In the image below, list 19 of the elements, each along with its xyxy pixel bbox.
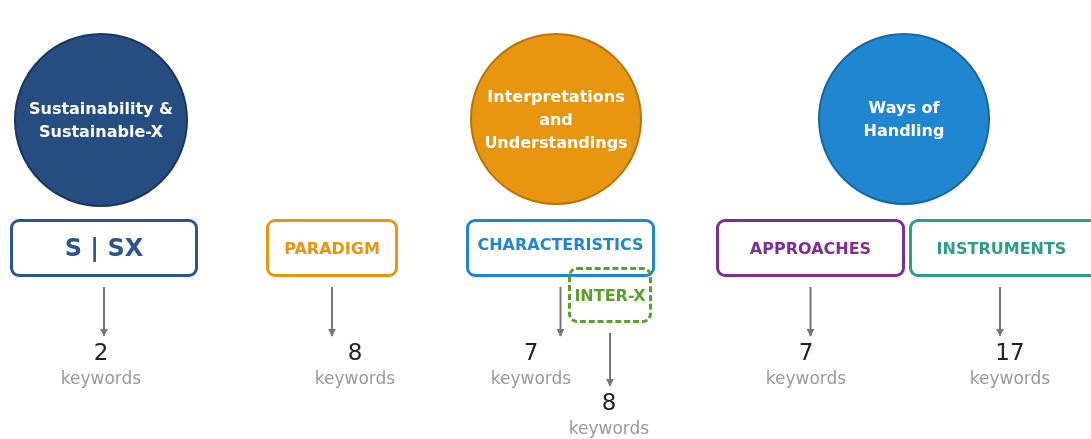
category-box: S | SX [10, 219, 198, 277]
arrow [328, 286, 336, 337]
arrow [100, 286, 108, 337]
category-circle: Sustainability & Sustainable-X [14, 33, 188, 207]
category-box: PARADIGM [266, 219, 398, 277]
keyword-count: 17 keywords [965, 336, 1055, 392]
keyword-count: 2 keywords [56, 336, 146, 392]
category-box: INTER-X [568, 267, 652, 323]
keyword-count: 8 keywords [310, 336, 400, 392]
arrow [996, 286, 1004, 337]
arrow [606, 332, 614, 387]
category-box: INSTRUMENTS [909, 219, 1091, 277]
arrow [556, 286, 565, 337]
keyword-count: 7 keywords [761, 336, 851, 392]
arrow [806, 286, 815, 337]
category-box: APPROACHES [716, 219, 905, 277]
category-circle: Ways of Handling [818, 33, 990, 205]
category-circle: Interpretations and Understandings [470, 33, 642, 205]
category-box: CHARACTERISTICS [466, 219, 655, 277]
